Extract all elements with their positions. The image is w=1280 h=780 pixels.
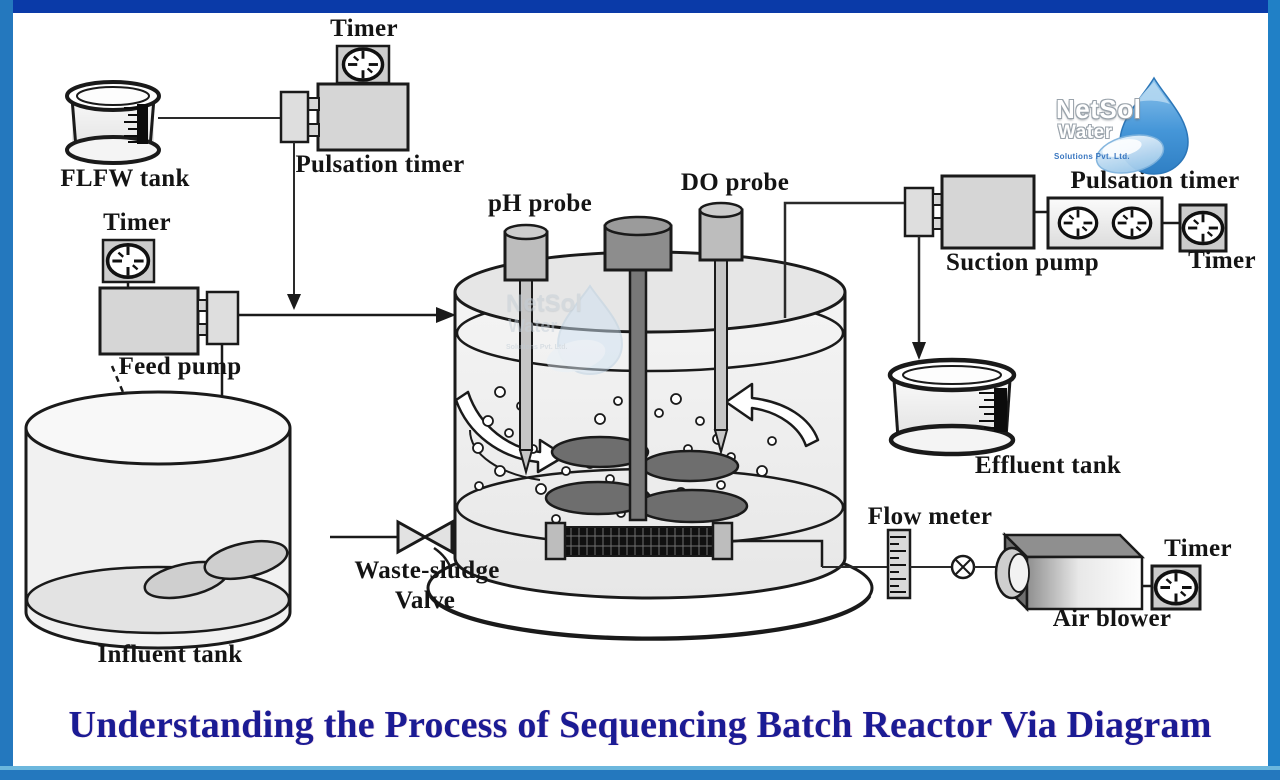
feed-arrowhead (436, 307, 456, 323)
pump-inlet-block-top (279, 90, 310, 144)
watermark-name: NetSol (506, 290, 583, 317)
netsol-water-logo: NetSol Water Solutions Pvt. Ltd. (1048, 76, 1208, 180)
timer-feed-label: Timer (103, 209, 171, 236)
diffuser-end-cap (711, 521, 734, 561)
ph-probe-label: pH probe (487, 190, 593, 217)
effluent-graduation-bar (994, 388, 1007, 432)
air-blower-label: Air blower (1052, 605, 1172, 632)
do-probe (698, 201, 744, 456)
influent-tank (24, 390, 292, 650)
valve-label: Valve (394, 587, 456, 614)
frame-right-border (1268, 0, 1280, 780)
pulsation-timer-pump-top (158, 44, 410, 310)
impeller-blade (203, 539, 289, 581)
impeller-disk (635, 488, 749, 524)
frame-bottom-border (0, 766, 1280, 780)
air-pipe-inside (732, 539, 824, 567)
suction-pump-body (940, 174, 1036, 250)
watermark-tagline: Solutions Pvt. Ltd. (506, 344, 568, 351)
effluent-tank (887, 357, 1017, 457)
impeller-disk (640, 449, 740, 483)
influent-tank-label: Influent tank (97, 641, 243, 668)
pump-body-top (316, 82, 410, 152)
effluent-graduation-ticks (979, 392, 994, 429)
do-probe-label: DO probe (680, 169, 790, 196)
flfw-tank-label: FLFW tank (60, 165, 190, 192)
watermark-drop-icon (546, 284, 624, 375)
feed-pump-body (98, 286, 200, 356)
waste-sludge-label: Waste-sludge (354, 557, 500, 584)
flfw-graduation-bar (137, 104, 148, 144)
mixer-assembly (544, 215, 749, 524)
netsol-watermark: NetSol Water Solutions Pvt. Ltd. (500, 282, 670, 382)
blower-front-face (1025, 555, 1144, 611)
ph-probe (503, 223, 549, 476)
flow-meter-unit (822, 528, 998, 600)
flfw-graduation-ticks (124, 107, 137, 143)
page-title: Understanding the Process of Sequencing … (68, 704, 1212, 746)
air-blower-unit (994, 531, 1202, 613)
diffuser-end-cap (544, 521, 567, 561)
flow-meter-ticks (890, 536, 906, 593)
watermark-sub: Water (508, 316, 558, 336)
suction-inlet-block (903, 186, 935, 238)
effluent-tank-label: Effluent tank (974, 452, 1122, 479)
logo-tagline: Solutions Pvt. Ltd. (1054, 152, 1130, 161)
blower-top-face (1001, 533, 1146, 559)
down-arrowhead (287, 294, 301, 310)
frame-top-border (0, 0, 1280, 13)
pulsation-timer-top-label: Pulsation timer (295, 151, 465, 178)
flfw-tank (65, 80, 161, 165)
impeller-disk (550, 435, 650, 469)
timer-top-label: Timer (330, 15, 398, 42)
timer-blower-label: Timer (1164, 535, 1232, 562)
feed-pump-label: Feed pump (118, 353, 242, 380)
frame-left-border (0, 0, 13, 780)
logo-water-drop-icon (1095, 76, 1189, 175)
flow-meter-label: Flow meter (867, 503, 993, 530)
suction-pump-label: Suction pump (946, 249, 1099, 276)
valve-bowtie-right (421, 519, 454, 555)
logo-sub: Water (1058, 122, 1113, 143)
effluent-arrowhead (912, 342, 926, 360)
logo-name: NetSol (1056, 94, 1142, 124)
swirl-arrow-right (724, 382, 820, 448)
suction-pump-unit (783, 174, 1228, 360)
timer-right-label: Timer (1188, 247, 1256, 274)
air-diffuser (544, 521, 824, 567)
valve-bowtie-left (396, 519, 429, 555)
feed-pump-outlet-block (205, 290, 240, 346)
